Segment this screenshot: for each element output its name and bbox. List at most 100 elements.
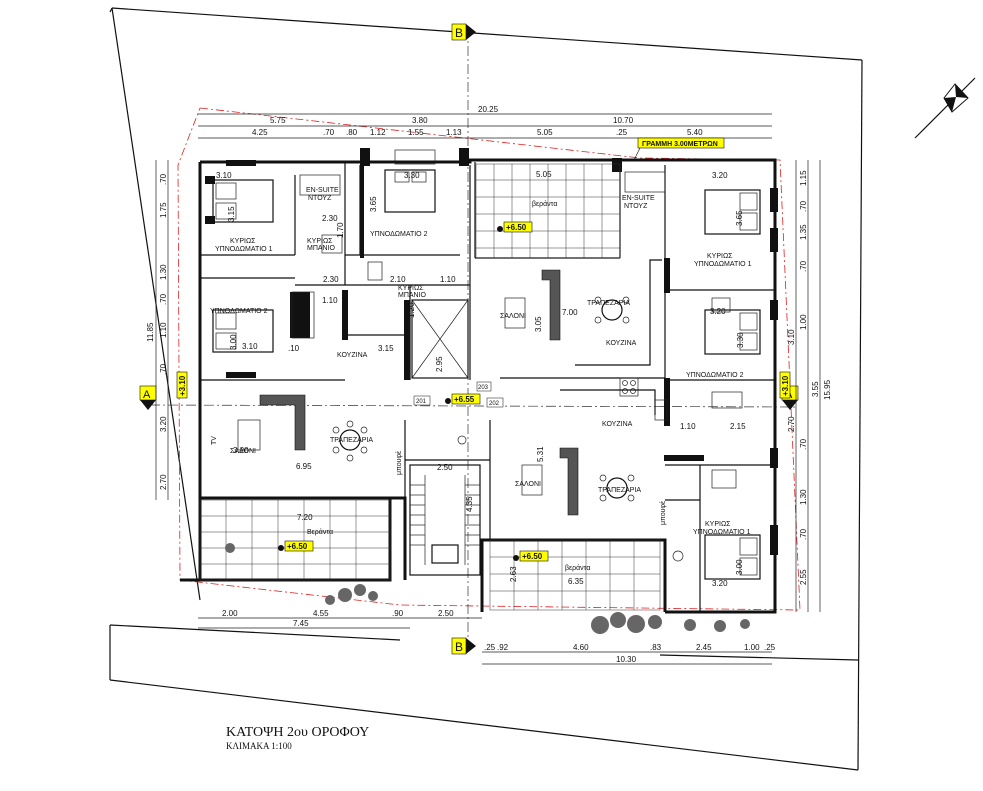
shrub-cluster-left bbox=[225, 543, 378, 605]
bed-master-left bbox=[205, 176, 274, 224]
svg-text:3.65: 3.65 bbox=[369, 196, 378, 212]
svg-text:5.05: 5.05 bbox=[536, 170, 552, 179]
svg-text:3.15: 3.15 bbox=[378, 344, 394, 353]
level-right-side: +3.10 bbox=[779, 371, 791, 399]
svg-text:.70: .70 bbox=[159, 293, 168, 305]
svg-text:2.30: 2.30 bbox=[323, 275, 339, 284]
svg-text:1.70: 1.70 bbox=[336, 222, 345, 238]
kitchen-counter-bottom bbox=[560, 389, 668, 421]
level-veranda-left: +6.50 bbox=[278, 540, 314, 552]
room-dining-bottom: ΤΡΑΠΕΖΑΡΙΑ bbox=[598, 487, 641, 494]
room-kitchen-left: ΚΟΥΖΙΝΑ bbox=[337, 352, 368, 359]
svg-text:11.85: 11.85 bbox=[146, 322, 155, 342]
svg-text:3.10: 3.10 bbox=[242, 342, 258, 351]
svg-text:3.00: 3.00 bbox=[735, 559, 744, 575]
svg-text:3.20: 3.20 bbox=[712, 579, 728, 588]
room-dining-top: ΤΡΑΠΕΖΑΡΙΑ bbox=[587, 300, 630, 307]
svg-text:.25: .25 bbox=[484, 643, 496, 652]
svg-text:.90: .90 bbox=[392, 609, 404, 618]
bed-bedroom2-right bbox=[704, 309, 761, 355]
svg-text:1.15: 1.15 bbox=[799, 170, 808, 186]
svg-text:ΝΤΟΥΖ: ΝΤΟΥΖ bbox=[624, 203, 648, 210]
room-master-right-bottom: ΚΥΡΙΩΣ bbox=[705, 521, 731, 528]
svg-text:3.10: 3.10 bbox=[787, 329, 796, 345]
svg-text:7.00: 7.00 bbox=[562, 308, 578, 317]
svg-text:ΥΠΝΟΔΩΜΑΤΙΟ 1: ΥΠΝΟΔΩΜΑΤΙΟ 1 bbox=[693, 529, 751, 536]
room-kitchen-bottom: ΚΟΥΖΙΝΑ bbox=[602, 421, 633, 428]
svg-text:5.40: 5.40 bbox=[687, 128, 703, 137]
room-kitchen-top: ΚΟΥΖΙΝΑ bbox=[606, 340, 637, 347]
room-bedroom2-right: ΥΠΝΟΔΩΜΑΤΙΟ 2 bbox=[686, 372, 744, 379]
interior-dimensions: 3.10 3.15 2.30 1.70 3.30 3.65 5.05 3.20 … bbox=[216, 170, 746, 588]
dim-total-top: 20.25 bbox=[478, 105, 499, 114]
svg-text:5.75: 5.75 bbox=[270, 116, 286, 125]
sofa-top bbox=[504, 269, 561, 341]
setback-line bbox=[177, 107, 801, 611]
svg-text:+3.10: +3.10 bbox=[781, 375, 790, 396]
level-veranda-top: +6.50 bbox=[497, 221, 533, 233]
svg-text:.83: .83 bbox=[650, 643, 662, 652]
svg-text:2.63: 2.63 bbox=[509, 566, 518, 582]
svg-text:3.30: 3.30 bbox=[736, 332, 745, 348]
svg-text:15.95: 15.95 bbox=[823, 379, 832, 400]
drawing-title: ΚΑΤΟΨΗ 2ου ΟΡΟΦΟΥ bbox=[226, 725, 369, 740]
svg-text:2.55: 2.55 bbox=[799, 569, 808, 585]
bath-fixtures bbox=[299, 149, 743, 562]
dimension-chain-top: 20.25 5.75 3.80 10.70 4.25 .70 .80 1.12 … bbox=[198, 105, 772, 139]
svg-text:.92: .92 bbox=[497, 643, 509, 652]
svg-text:+6.55: +6.55 bbox=[454, 395, 475, 404]
sofa-left bbox=[237, 394, 306, 451]
svg-text:ΚΥΡΙΩΣ: ΚΥΡΙΩΣ bbox=[307, 238, 333, 245]
svg-text:3.20: 3.20 bbox=[712, 171, 728, 180]
room-master-left: ΚΥΡΙΩΣ bbox=[230, 238, 256, 245]
section-axis-a bbox=[149, 404, 796, 408]
sofa-bottom bbox=[521, 447, 579, 516]
room-bedroom2-left: ΥΠΝΟΔΩΜΑΤΙΟ 2 bbox=[210, 308, 268, 315]
svg-text:B: B bbox=[455, 26, 463, 40]
svg-text:ΥΠΝΟΔΩΜΑΤΙΟ 1: ΥΠΝΟΔΩΜΑΤΙΟ 1 bbox=[215, 246, 273, 253]
svg-text:+6.50: +6.50 bbox=[506, 223, 527, 232]
level-center: +6.55 bbox=[445, 393, 481, 405]
svg-text:2.70: 2.70 bbox=[159, 474, 168, 490]
svg-text:2.70: 2.70 bbox=[787, 416, 796, 432]
svg-text:1.30: 1.30 bbox=[159, 264, 168, 280]
svg-text:10.70: 10.70 bbox=[613, 116, 634, 125]
setback-note: ΓΡΑΜΜΗ 3.00ΜΕΤΡΩΝ bbox=[633, 137, 725, 161]
svg-text:ΝΤΟΥΖ: ΝΤΟΥΖ bbox=[308, 195, 332, 202]
svg-text:1.00: 1.00 bbox=[799, 314, 808, 330]
svg-text:2.00: 2.00 bbox=[222, 609, 238, 618]
svg-text:1.10: 1.10 bbox=[680, 422, 696, 431]
kitchen-counter-top bbox=[575, 259, 662, 397]
room-salon-top: ΣΑΛΟΝΙ bbox=[500, 313, 526, 320]
dining-table-top bbox=[594, 296, 630, 324]
svg-text:+6.50: +6.50 bbox=[522, 552, 543, 561]
room-veranda-top: βεράντα bbox=[532, 200, 557, 208]
svg-text:3.55: 3.55 bbox=[811, 381, 820, 397]
svg-text:3.00: 3.00 bbox=[229, 334, 238, 350]
section-marker-b-bottom: B bbox=[451, 637, 476, 655]
room-veranda-left: Βεράντα bbox=[307, 528, 333, 536]
svg-text:3.30: 3.30 bbox=[404, 171, 420, 180]
svg-text:.70: .70 bbox=[159, 173, 168, 185]
svg-text:1.10: 1.10 bbox=[322, 296, 338, 305]
svg-text:.70: .70 bbox=[159, 363, 168, 375]
dimension-chain-right: 15.95 1.15 .70 1.35 .70 1.00 3.55 .70 1.… bbox=[787, 160, 832, 612]
svg-text:ΥΠΝΟΔΩΜΑΤΙΟ 1: ΥΠΝΟΔΩΜΑΤΙΟ 1 bbox=[694, 261, 752, 268]
svg-text:+3.10: +3.10 bbox=[178, 375, 187, 396]
drawing-scale: ΚΛΙΜΑΚΑ 1:100 bbox=[226, 741, 292, 751]
svg-text:ΚΥΡΙΩΣ: ΚΥΡΙΩΣ bbox=[398, 285, 424, 292]
svg-text:1.10: 1.10 bbox=[440, 275, 456, 284]
svg-text:6.35: 6.35 bbox=[568, 577, 584, 586]
lift-shaft bbox=[411, 299, 469, 379]
dining-table-bottom bbox=[599, 474, 635, 502]
svg-text:.25: .25 bbox=[764, 643, 776, 652]
svg-text:2.10: 2.10 bbox=[390, 275, 406, 284]
svg-text:μπουφέ: μπουφέ bbox=[659, 501, 667, 525]
svg-text:4.25: 4.25 bbox=[252, 128, 268, 137]
level-left-side: +3.10 bbox=[176, 371, 188, 399]
svg-text:EN-SUITE: EN-SUITE bbox=[622, 195, 655, 202]
svg-text:3.65: 3.65 bbox=[735, 210, 744, 226]
svg-text:1.13: 1.13 bbox=[446, 128, 462, 137]
svg-text:ΜΠΑΝΙΟ: ΜΠΑΝΙΟ bbox=[398, 292, 427, 299]
svg-text:7.20: 7.20 bbox=[297, 513, 313, 522]
